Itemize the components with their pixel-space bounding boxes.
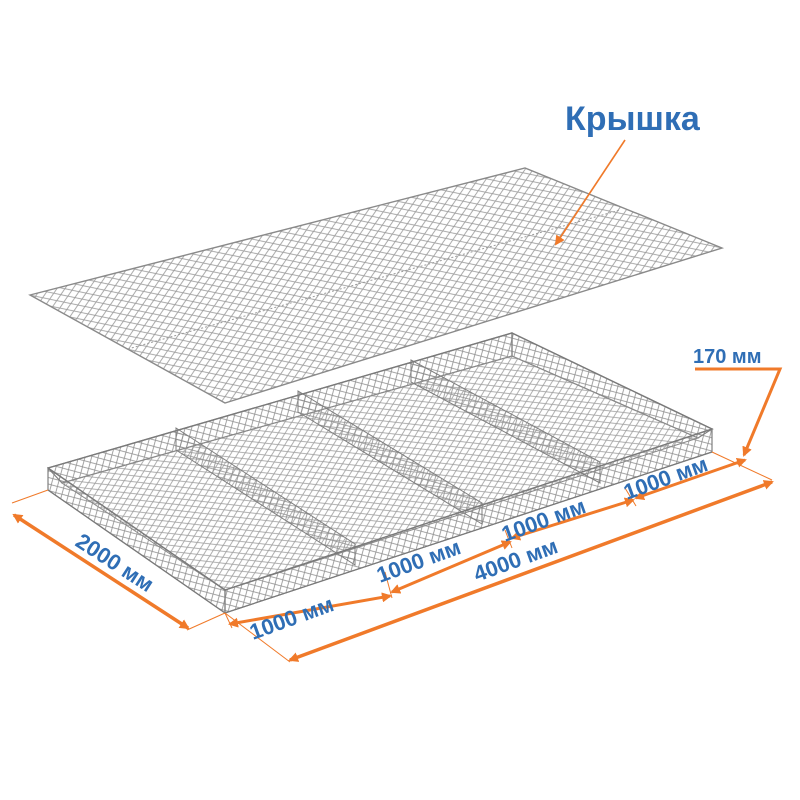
lid-leader-line — [554, 139, 626, 246]
height-dimension — [695, 367, 783, 457]
lid-mesh-panel — [28, 167, 725, 404]
section-arrow-2 — [390, 540, 512, 594]
section-arrow-3 — [510, 497, 635, 541]
width-dimension — [11, 489, 226, 631]
lid-label: Крышка — [565, 100, 701, 138]
section-dimensions — [224, 457, 747, 629]
section-arrow-4 — [634, 457, 747, 501]
section-arrow-1 — [228, 592, 392, 628]
height-label: 170 мм — [693, 346, 762, 368]
